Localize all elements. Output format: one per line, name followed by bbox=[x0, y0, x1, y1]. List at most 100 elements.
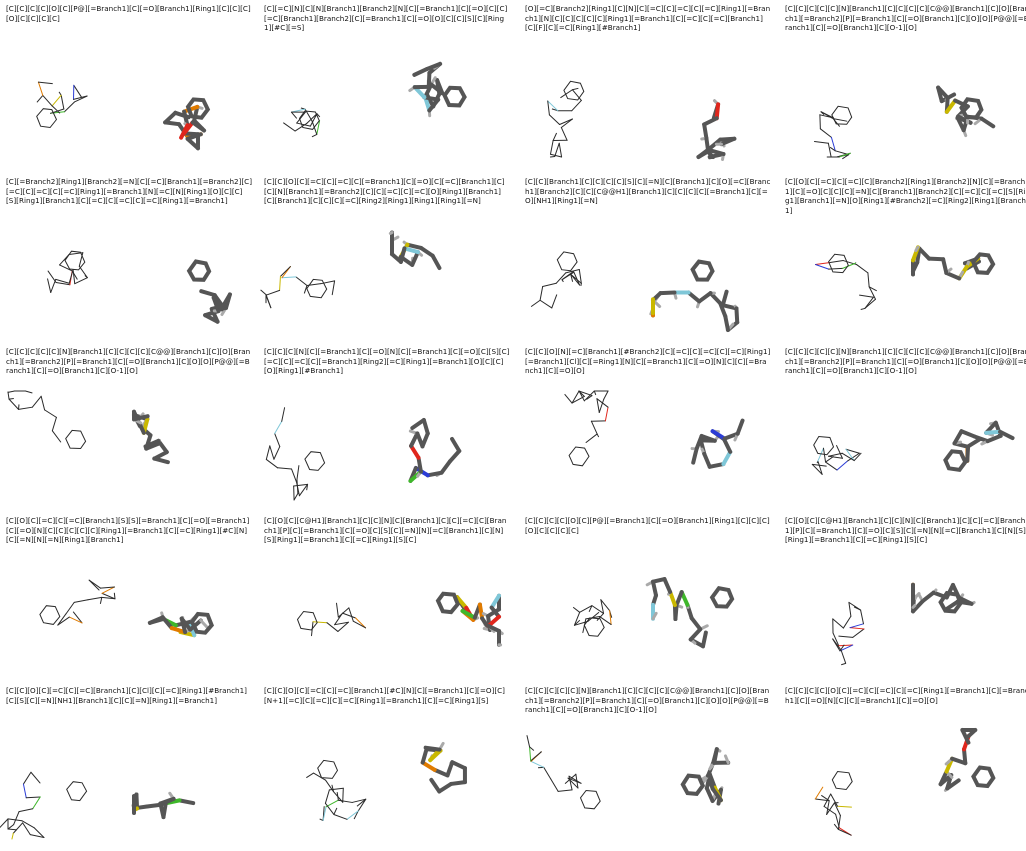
bond bbox=[439, 784, 451, 792]
bond bbox=[829, 261, 843, 263]
bond bbox=[179, 800, 193, 803]
molecule-structure bbox=[779, 40, 1026, 165]
bond bbox=[423, 763, 435, 770]
bond bbox=[69, 270, 73, 283]
smiles-label: [C][O][C][C@H1][Branch1][C][C][N][C][Bra… bbox=[785, 516, 1026, 545]
ring bbox=[693, 262, 713, 280]
bond bbox=[13, 823, 22, 833]
bond bbox=[412, 420, 424, 428]
bond bbox=[312, 134, 317, 136]
molecule-cell: [C][O][C][C@H1][Branch1][C][C][N][C][Bra… bbox=[258, 512, 514, 681]
bond bbox=[426, 748, 440, 750]
ring bbox=[37, 109, 57, 128]
bond bbox=[320, 819, 323, 821]
bond bbox=[291, 112, 296, 118]
bond bbox=[738, 421, 743, 434]
bond bbox=[558, 790, 572, 791]
bond bbox=[860, 295, 874, 297]
bond bbox=[724, 439, 730, 452]
bond bbox=[349, 608, 353, 621]
smiles-label: [C][C][C][C][O][C][P@][=Branch1][C][=O][… bbox=[525, 516, 771, 535]
bond bbox=[527, 736, 530, 747]
ring bbox=[581, 791, 601, 809]
bond bbox=[306, 773, 313, 778]
bond bbox=[266, 446, 269, 460]
bond bbox=[865, 299, 876, 308]
bond bbox=[837, 461, 848, 470]
bond bbox=[338, 800, 352, 802]
bond bbox=[584, 391, 594, 401]
bond bbox=[8, 391, 15, 392]
bond bbox=[419, 458, 421, 472]
bond bbox=[280, 276, 281, 290]
bond bbox=[14, 812, 19, 825]
bond bbox=[296, 277, 307, 286]
bond bbox=[531, 300, 540, 306]
molecule-cell: [C][C][C][C][C][N][Branch1][C][C][C][C][… bbox=[519, 682, 775, 851]
bond bbox=[572, 90, 581, 101]
bond bbox=[675, 605, 676, 619]
bond bbox=[597, 434, 599, 437]
bond bbox=[26, 797, 40, 798]
hydrogen-stick bbox=[916, 247, 918, 250]
bond bbox=[861, 308, 865, 309]
ring bbox=[557, 252, 577, 271]
bond bbox=[561, 128, 567, 141]
ring bbox=[66, 430, 86, 448]
bond bbox=[549, 115, 559, 125]
bond bbox=[414, 69, 427, 75]
bond bbox=[19, 809, 33, 812]
molecule-cell: [C][C][O][C][=C][C][=C][C][=Branch1][C][… bbox=[258, 173, 514, 342]
bond bbox=[982, 119, 994, 127]
smiles-label: [C][C][C][C][C][N][Branch1][C][C][C][C][… bbox=[785, 4, 1026, 33]
bond bbox=[670, 592, 675, 605]
bond bbox=[550, 141, 553, 155]
bond bbox=[297, 466, 299, 480]
bond bbox=[868, 273, 869, 287]
molecule-structure bbox=[779, 383, 1026, 508]
bond bbox=[8, 829, 17, 830]
bond bbox=[699, 293, 710, 301]
bond bbox=[422, 433, 427, 446]
bond bbox=[266, 459, 277, 467]
smiles-label: [C][O][C][=C][C][=C][C][Branch2][Ring1][… bbox=[785, 177, 1026, 215]
bond bbox=[849, 602, 861, 610]
bond bbox=[427, 64, 440, 69]
bond bbox=[423, 749, 427, 762]
bond bbox=[838, 806, 852, 807]
bond bbox=[553, 133, 556, 141]
bond bbox=[946, 273, 959, 279]
bond bbox=[295, 123, 307, 131]
bond bbox=[814, 141, 828, 143]
molecule-structure bbox=[0, 722, 250, 847]
bond bbox=[282, 277, 296, 278]
bond bbox=[294, 493, 298, 500]
bond bbox=[74, 600, 88, 603]
molecule-structure bbox=[0, 552, 250, 677]
bond bbox=[38, 82, 42, 95]
bond bbox=[834, 824, 838, 829]
bond bbox=[820, 129, 831, 138]
bond bbox=[710, 464, 724, 467]
molecule-structure bbox=[0, 40, 250, 165]
ring bbox=[445, 88, 465, 106]
bond bbox=[548, 101, 550, 115]
bond bbox=[100, 597, 101, 604]
bond bbox=[831, 794, 838, 806]
bond bbox=[451, 782, 465, 784]
bond bbox=[32, 396, 41, 407]
bond bbox=[9, 399, 18, 409]
bond bbox=[411, 446, 418, 458]
bond bbox=[837, 446, 843, 459]
bond bbox=[334, 808, 337, 815]
bond bbox=[404, 248, 417, 252]
bond bbox=[660, 292, 674, 293]
bond bbox=[849, 602, 851, 616]
smiles-label: [C][C][C][C][O][C][=C][C][=C][C][=C][Rin… bbox=[785, 686, 1026, 705]
molecule-structure bbox=[0, 383, 250, 508]
ring bbox=[569, 447, 589, 466]
bond bbox=[480, 605, 482, 619]
bond bbox=[447, 762, 452, 775]
ring bbox=[712, 588, 732, 606]
molecule-cell: [C][C][C][C][C][N][Branch1][C][C][C][C][… bbox=[779, 343, 1026, 512]
